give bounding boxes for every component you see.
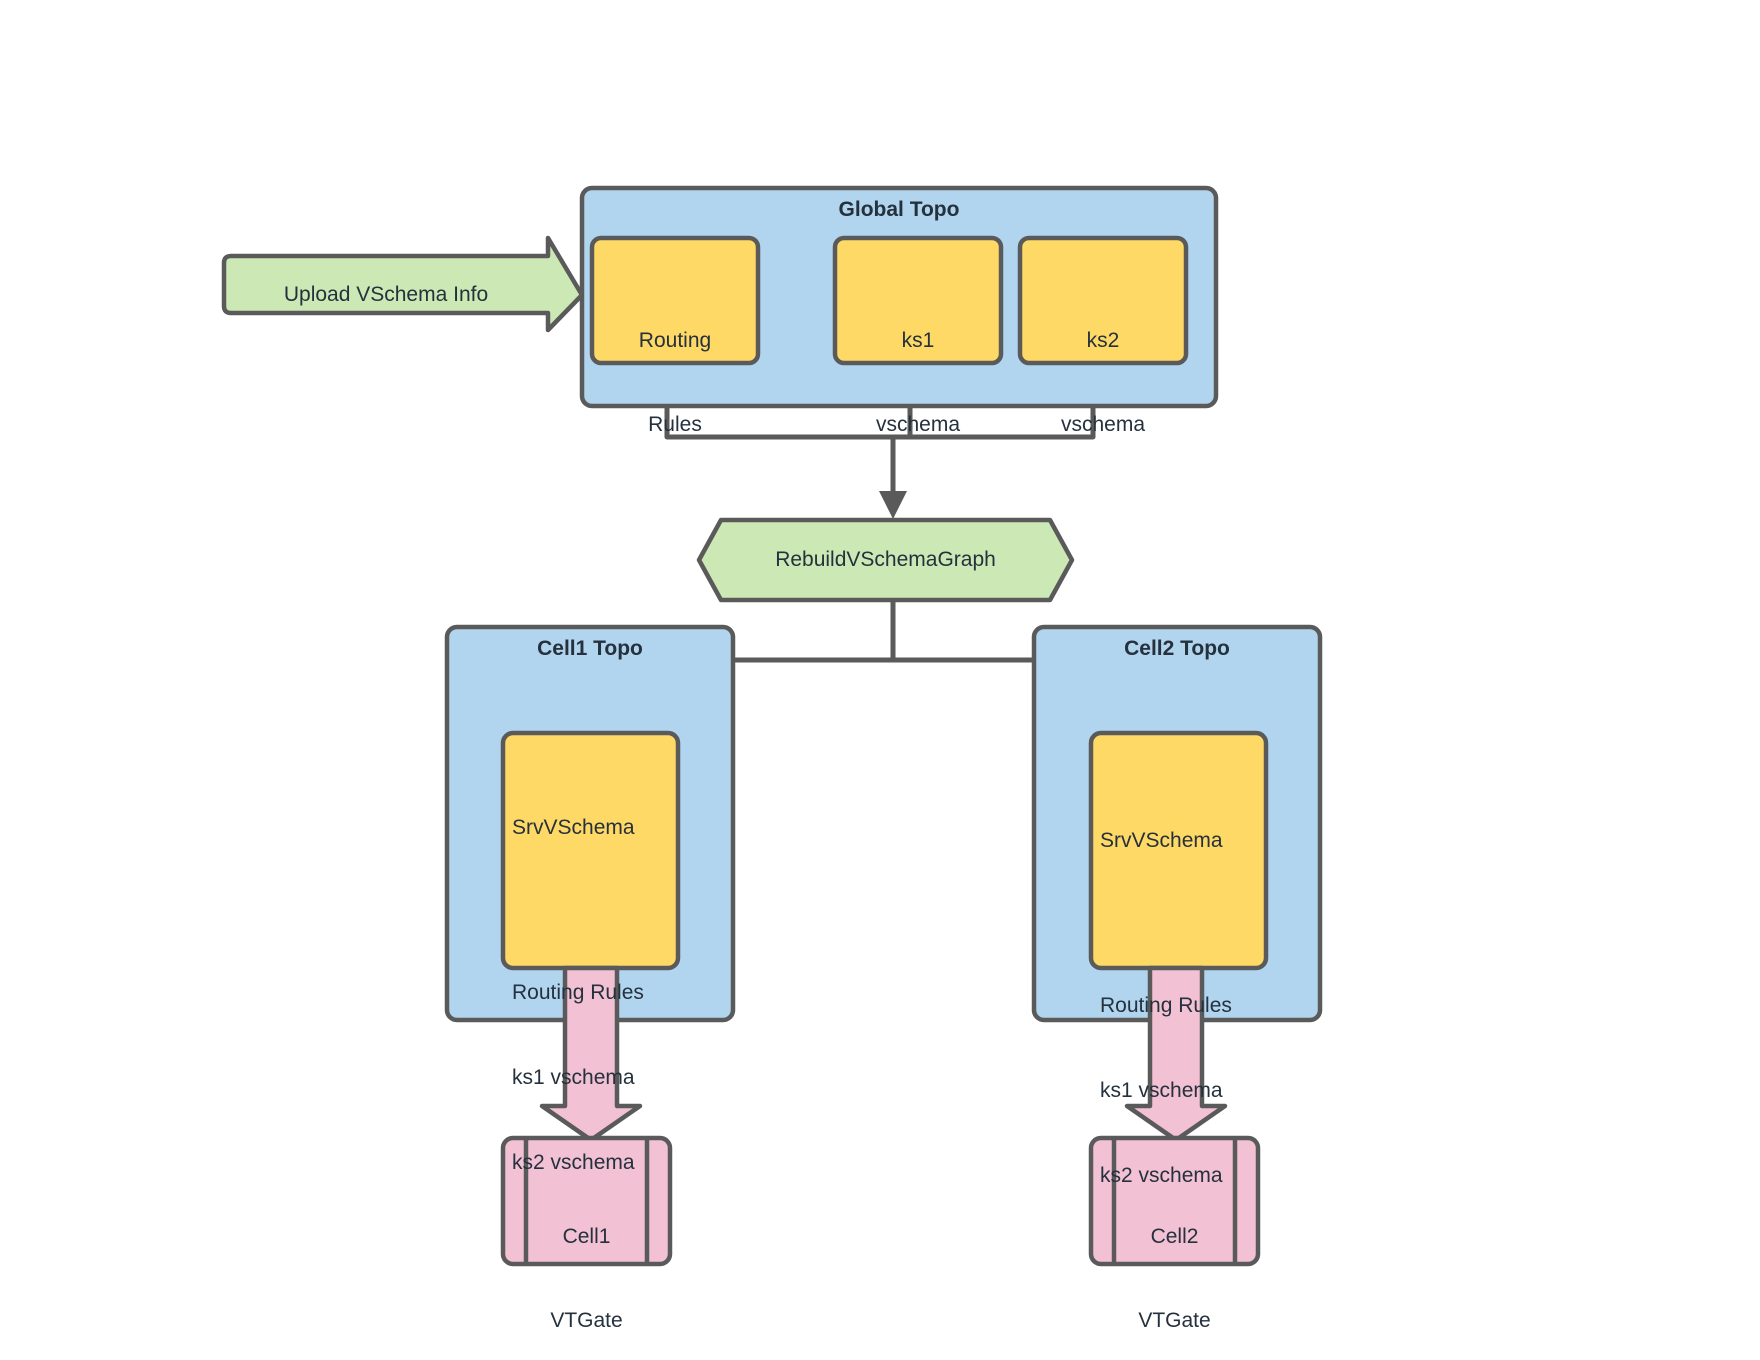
ks2-vschema-shape — [1017, 235, 1189, 366]
upload-vschema-arrow-shape — [221, 235, 585, 333]
cell2-srvvschema-shape — [1088, 730, 1269, 971]
arrowhead-into-rebuild — [879, 491, 907, 519]
cell1-vtgate-shape — [500, 1135, 673, 1267]
cell1-srv-to-vtgate-arrow-shape — [539, 965, 643, 1143]
cell1-srvvschema-shape — [500, 730, 681, 971]
ks1-vschema-shape — [832, 235, 1004, 366]
cell2-vtgate-shape — [1088, 1135, 1261, 1267]
rebuild-vschema-graph-shape — [696, 517, 1075, 603]
routing-rules-shape — [589, 235, 761, 366]
cell2-srv-to-vtgate-arrow-shape — [1124, 965, 1228, 1143]
